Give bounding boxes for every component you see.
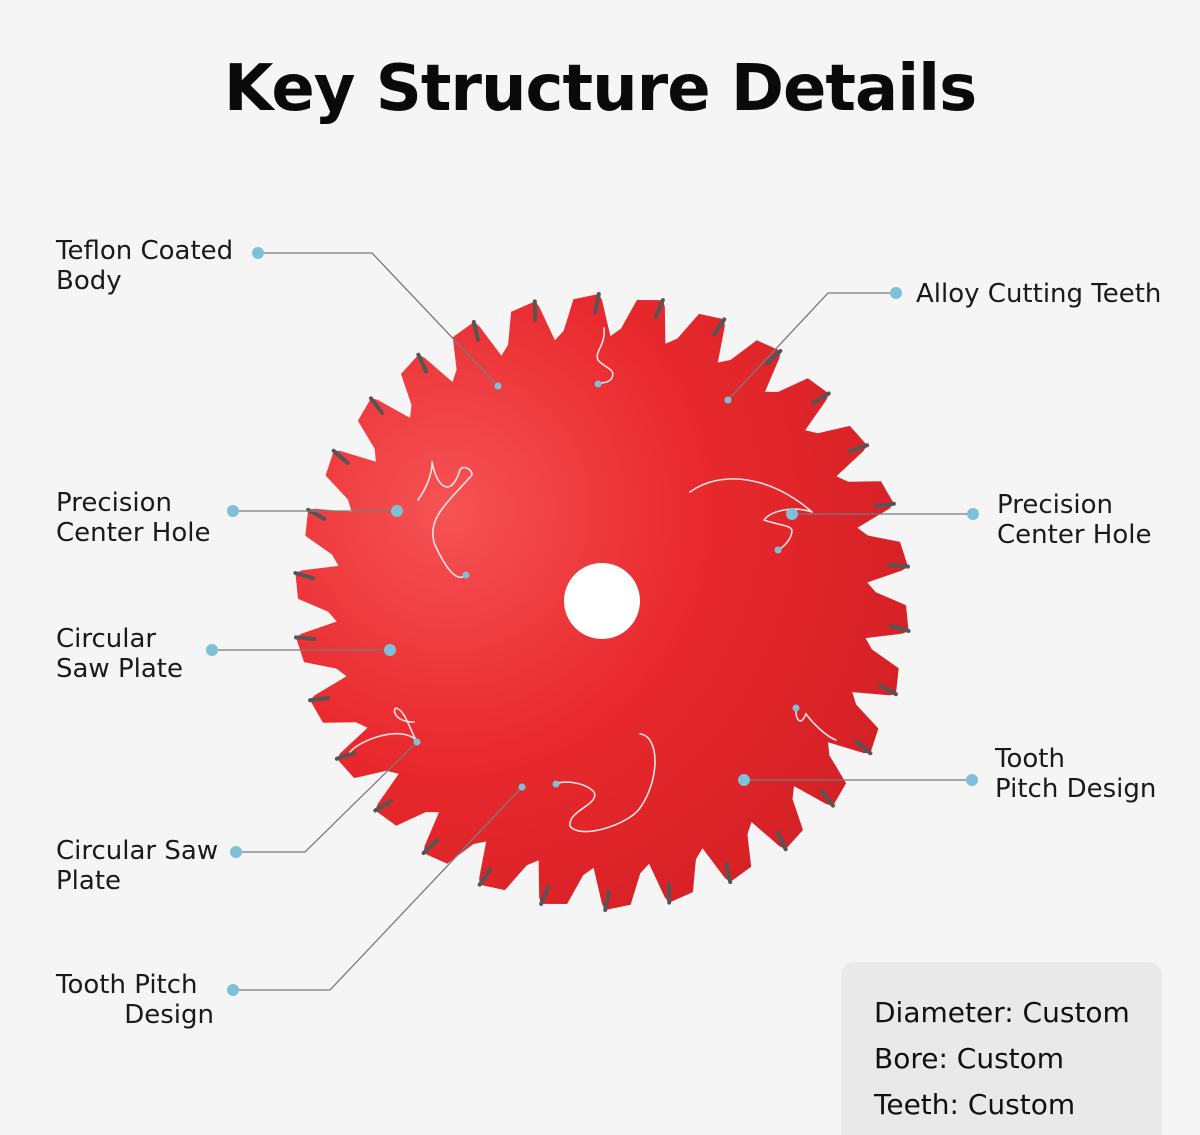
carbide-tooth-tip	[293, 571, 315, 581]
callout-dot	[594, 380, 602, 388]
callout-dot	[227, 505, 239, 517]
carbide-tooth-tip	[593, 292, 601, 315]
carbide-tooth-tip	[724, 862, 733, 885]
label-circular-saw-plate-left: Circular Saw Plate	[56, 624, 183, 684]
carbide-tooth-tip	[887, 563, 910, 569]
carbide-tooth-tip	[331, 448, 350, 465]
callout-lines	[212, 252, 973, 991]
carbide-tooth-tip	[653, 298, 665, 320]
callout-dot	[494, 382, 502, 390]
expansion-slot	[795, 707, 837, 741]
carbide-tooth-tip	[810, 391, 831, 406]
carbide-tooth-tip	[775, 830, 788, 852]
callout-dot	[738, 774, 750, 786]
carbide-tooth-tip	[368, 396, 385, 415]
callout-dot	[552, 780, 560, 788]
callout-dot	[384, 644, 396, 656]
callout-dot	[774, 546, 782, 554]
carbide-tooth-tip	[765, 348, 783, 366]
carbide-tooth-tip	[373, 798, 394, 813]
carbide-tooth-tip	[539, 884, 551, 906]
callout-line-alloy-teeth	[727, 292, 896, 401]
carbide-tooth-tip	[477, 867, 493, 887]
callout-dot	[786, 508, 798, 520]
callout-dot	[518, 783, 526, 791]
label-precision-center-hole-left: Precision Center Hole	[56, 488, 211, 548]
callout-dots	[206, 247, 979, 996]
carbide-tooth-tip	[471, 319, 480, 342]
callout-dot	[724, 396, 732, 404]
carbide-tooth-tip	[889, 623, 911, 633]
label-circular-saw-plate-lower: Circular Saw Plate	[56, 836, 219, 896]
carbide-tooth-tip	[603, 889, 611, 912]
expansion-slot	[349, 707, 417, 753]
expansion-slot	[689, 478, 813, 551]
expansion-slot	[555, 733, 656, 833]
callout-dot	[391, 505, 403, 517]
callout-line-tooth-pitch-lower	[233, 786, 523, 991]
carbide-tooth-tip	[308, 695, 331, 703]
specs-card: Diameter: Custom Bore: Custom Teeth: Cus…	[841, 962, 1162, 1135]
label-alloy-cutting-teeth: Alloy Cutting Teeth	[916, 279, 1162, 309]
callout-dot	[890, 287, 902, 299]
callout-line-saw-plate-lower	[236, 741, 418, 853]
label-teflon-coated-body: Teflon Coated Body	[56, 236, 234, 296]
spec-teeth: Teeth: Custom	[874, 1088, 1076, 1121]
callout-dot	[966, 774, 978, 786]
callout-dot	[206, 644, 218, 656]
carbide-tooth-tip	[421, 838, 439, 856]
callout-dot	[413, 738, 421, 746]
callout-dot	[252, 247, 264, 259]
carbide-tooth-tip	[819, 789, 836, 808]
carbide-tooth-tip	[334, 750, 357, 761]
label-tooth-pitch-design-right: Tooth Pitch Design	[995, 744, 1157, 804]
carbide-tooth-tip	[847, 443, 870, 454]
label-precision-center-hole-right: Precision Center Hole	[997, 490, 1152, 550]
carbide-tooth-tips	[293, 292, 911, 912]
callout-dot	[230, 846, 242, 858]
spec-bore: Bore: Custom	[874, 1042, 1065, 1075]
carbide-tooth-tip	[873, 501, 896, 509]
carbide-tooth-tip	[294, 635, 317, 641]
expansion-slot	[417, 460, 473, 578]
carbide-tooth-tip	[416, 352, 429, 374]
page-title: Key Structure Details	[223, 52, 977, 126]
center-hole	[564, 563, 640, 639]
callout-dot	[967, 508, 979, 520]
carbide-tooth-tip	[854, 739, 873, 756]
carbide-tooth-tip	[711, 317, 727, 337]
label-tooth-pitch-design-lower: Tooth Pitch Design	[56, 970, 214, 1030]
expansion-slot	[596, 327, 614, 385]
callout-dot	[462, 571, 470, 579]
callout-dot	[792, 704, 800, 712]
callout-line-teflon	[258, 252, 499, 387]
callout-dot	[227, 984, 239, 996]
carbide-tooth-tip	[877, 683, 898, 697]
expansion-slots	[349, 327, 837, 833]
spec-diameter: Diameter: Custom	[874, 996, 1130, 1029]
